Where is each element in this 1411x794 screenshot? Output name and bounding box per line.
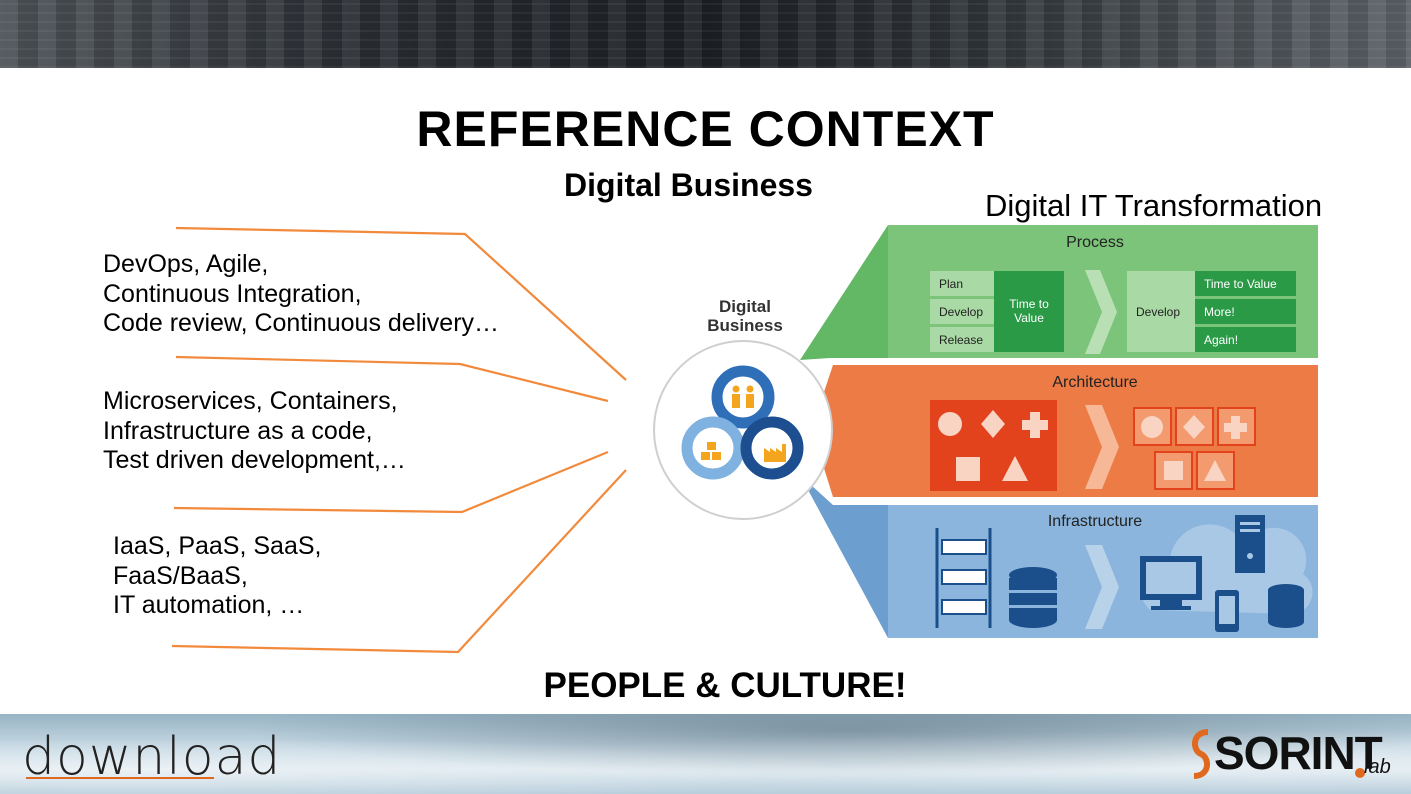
server-rack-icon bbox=[935, 528, 992, 628]
connector-line-4 bbox=[171, 469, 627, 654]
process-step-plan: Plan bbox=[930, 271, 994, 296]
sorint-logo: SORINT bbox=[1214, 727, 1383, 779]
bullet-line: Microservices, Containers, bbox=[103, 387, 398, 415]
bullet-group-cloud: IaaS, PaaS, SaaS, FaaS/BaaS, IT automati… bbox=[113, 532, 321, 621]
bottom-banner-image bbox=[0, 714, 1411, 794]
trefoil-knot-icon bbox=[681, 365, 804, 480]
process-step-develop: Develop bbox=[930, 299, 994, 324]
connector-lines bbox=[171, 226, 627, 654]
process-right-develop: Develop bbox=[1127, 271, 1195, 352]
hub-label-line1: Digital bbox=[719, 297, 771, 316]
page-title: REFERENCE CONTEXT bbox=[416, 101, 995, 157]
sorint-s-icon bbox=[1192, 729, 1210, 779]
page-subtitle: Digital Business bbox=[564, 167, 813, 203]
bullet-line: DevOps, Agile, bbox=[103, 250, 269, 278]
top-banner-image bbox=[0, 0, 1411, 68]
connector-line-2 bbox=[175, 355, 609, 403]
architecture-microservices bbox=[1133, 407, 1256, 490]
people-icon bbox=[732, 385, 754, 408]
sorint-dot-icon bbox=[1355, 768, 1365, 778]
bullet-line: IT automation, … bbox=[113, 591, 305, 619]
hub-label: Digital Business bbox=[690, 297, 800, 335]
bullet-line: Test driven development,… bbox=[103, 446, 406, 474]
tower-server-icon bbox=[1235, 515, 1265, 573]
sorint-lab-label: lab bbox=[1364, 756, 1391, 778]
architecture-chevron bbox=[1085, 405, 1119, 489]
small-database-icon bbox=[1268, 584, 1304, 628]
process-result-more: More! bbox=[1195, 299, 1296, 324]
database-icon bbox=[1009, 567, 1057, 628]
boxes-icon bbox=[701, 442, 721, 460]
download-logo-underline bbox=[26, 777, 214, 779]
phone-icon bbox=[1215, 590, 1239, 632]
bullet-line: IaaS, PaaS, SaaS, bbox=[113, 532, 322, 560]
process-label: Process bbox=[1066, 234, 1124, 251]
process-time-to-value-box: Time to Value bbox=[994, 271, 1064, 352]
people-culture-title: PEOPLE & CULTURE! bbox=[543, 666, 907, 705]
time-to-value-line2: Value bbox=[1014, 311, 1044, 325]
bullet-group-devops: DevOps, Agile, Continuous Integration, C… bbox=[103, 250, 499, 339]
architecture-label: Architecture bbox=[1052, 374, 1138, 391]
process-chevron bbox=[1085, 270, 1117, 354]
transformation-title: Digital IT Transformation bbox=[985, 188, 1323, 223]
bullet-group-architecture: Microservices, Containers, Infrastructur… bbox=[103, 387, 406, 476]
bullet-line: FaaS/BaaS, bbox=[113, 561, 248, 590]
hub-label-line2: Business bbox=[707, 316, 783, 335]
time-to-value-line1: Time to bbox=[1009, 297, 1049, 311]
process-step-release: Release bbox=[930, 327, 994, 352]
process-result-time-to-value: Time to Value bbox=[1195, 271, 1296, 296]
bullet-line: Code review, Continuous delivery… bbox=[103, 309, 500, 337]
connector-line-3 bbox=[173, 450, 609, 514]
bullet-line: Infrastructure as a code, bbox=[103, 416, 373, 445]
infrastructure-chevron bbox=[1085, 545, 1119, 629]
factory-icon bbox=[764, 444, 786, 462]
bullet-line: Continuous Integration, bbox=[103, 279, 362, 308]
process-result-again: Again! bbox=[1195, 327, 1296, 352]
connector-line-1 bbox=[175, 226, 627, 381]
monitor-icon bbox=[1140, 556, 1202, 610]
infrastructure-label: Infrastructure bbox=[1047, 513, 1143, 530]
